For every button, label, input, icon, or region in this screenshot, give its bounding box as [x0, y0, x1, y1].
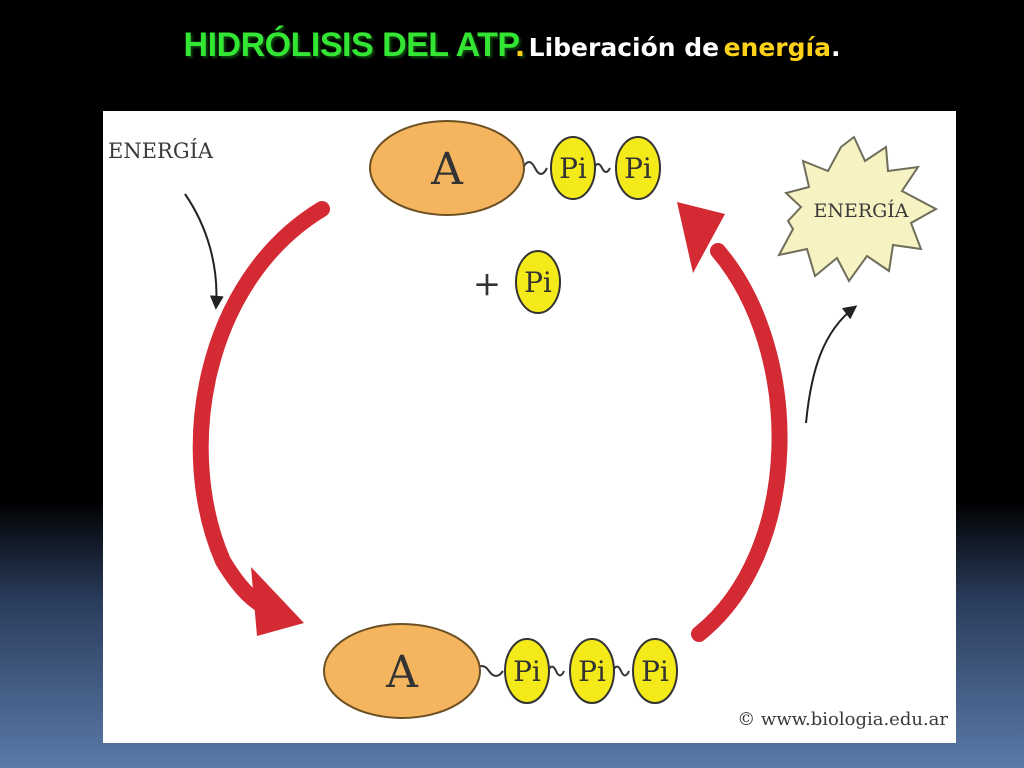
cycle-arrowhead-left — [251, 567, 304, 636]
phosphate-1 — [550, 136, 596, 200]
phosphate-2 — [569, 638, 615, 704]
title-highlight: energía — [723, 33, 831, 62]
phosphate-label: Pi — [559, 152, 587, 185]
adenosine-ellipse — [369, 120, 525, 216]
adp-molecule: A Pi Pi — [369, 120, 661, 216]
atp-molecule: A Pi Pi Pi — [323, 623, 678, 719]
slide-title: HIDRÓLISIS DEL ATP. Liberación de energí… — [0, 26, 1024, 65]
title-end-dot: . — [830, 33, 841, 62]
adenosine-label: A — [385, 647, 419, 698]
title-main: HIDRÓLISIS DEL ATP — [183, 26, 516, 64]
diagram-canvas: ENERGÍA ENERGÍA A Pi Pi + Pi — [108, 120, 948, 730]
plus-sign: + — [473, 264, 502, 304]
phosphate-label: Pi — [641, 655, 669, 688]
phosphate-3 — [632, 638, 678, 704]
title-subtitle: Liberación de — [528, 33, 720, 62]
phosphate-2 — [615, 136, 661, 200]
copyright-text: © www.biologia.edu.ar — [737, 709, 948, 730]
bond — [593, 163, 611, 173]
adenosine-ellipse — [323, 623, 481, 719]
bond — [547, 665, 565, 677]
phosphate-label: Pi — [524, 266, 552, 299]
bond — [612, 665, 630, 677]
cycle-arrowhead-right — [677, 202, 725, 273]
energy-out-label: ENERGÍA — [813, 199, 908, 222]
phosphate-label: Pi — [624, 152, 652, 185]
energy-in-arrow — [184, 193, 224, 310]
title-dot: . — [515, 26, 525, 64]
phosphate-1 — [504, 638, 550, 704]
free-phosphate — [515, 250, 561, 314]
adenosine-label: A — [430, 144, 464, 195]
phosphate-label: Pi — [578, 655, 606, 688]
cycle-arrow-right — [691, 243, 788, 642]
energy-in-label: ENERGÍA — [108, 139, 214, 163]
energy-burst — [777, 135, 939, 283]
energy-out-arrow — [805, 305, 858, 424]
bond — [522, 161, 548, 175]
atp-cycle-diagram: ENERGÍA ENERGÍA A Pi Pi + Pi — [103, 111, 956, 743]
phosphate-label: Pi — [513, 655, 541, 688]
cycle-arrow-left — [192, 201, 330, 621]
